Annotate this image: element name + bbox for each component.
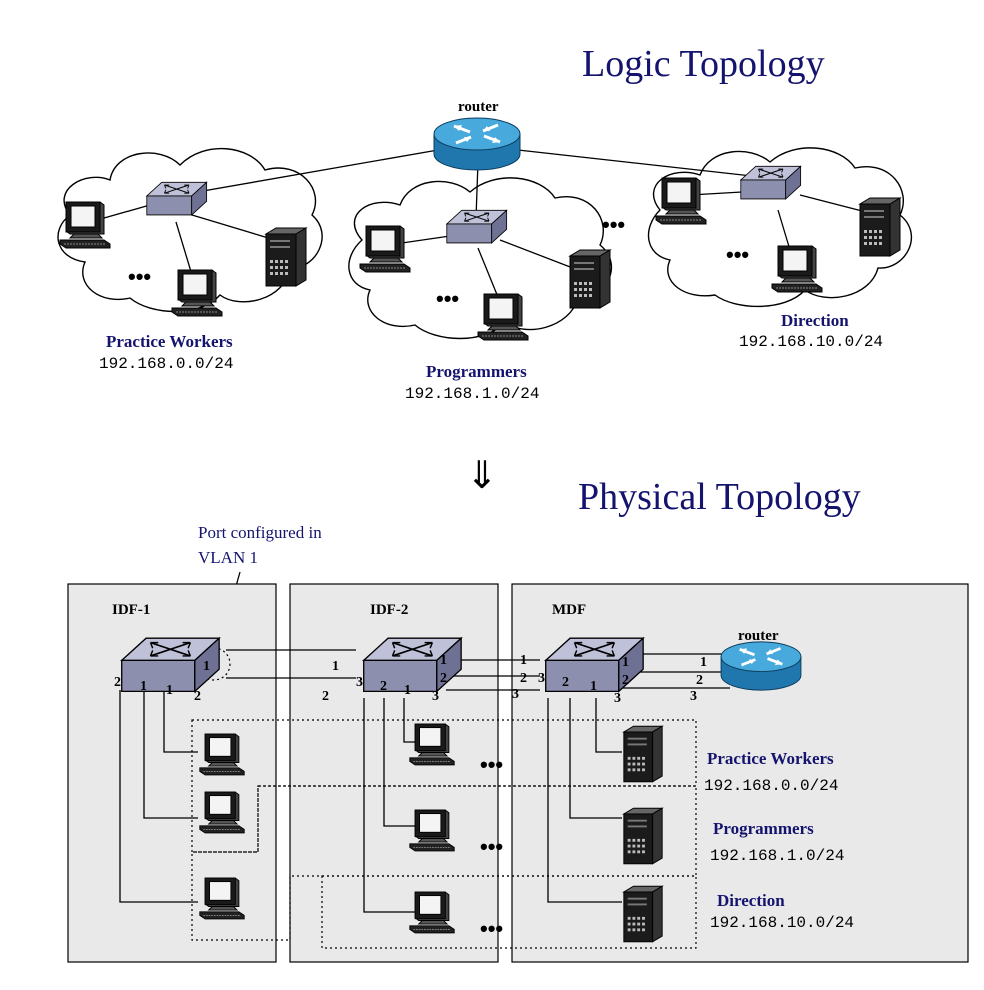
port-number: 2: [440, 671, 447, 686]
logic-group-network: 192.168.0.0/24: [99, 355, 233, 373]
port-number: 1: [590, 679, 597, 694]
server-icon: [265, 227, 307, 287]
port-number: 3: [614, 691, 621, 706]
cloud-direction: [647, 147, 913, 308]
port-number: 3: [356, 675, 363, 690]
switch-icon: [146, 181, 208, 216]
port-number: 2: [562, 675, 569, 690]
transition-arrow: ⇓: [466, 453, 498, 497]
pc-icon: [409, 723, 455, 766]
switch-icon: [446, 209, 508, 244]
more-hosts-ellipsis: •••: [480, 834, 503, 859]
logic-group-network: 192.168.1.0/24: [405, 385, 539, 403]
port-number: 1: [203, 659, 210, 674]
pc-icon: [199, 733, 245, 776]
port-number: 2: [322, 689, 329, 704]
logic-group-name: Practice Workers: [106, 332, 233, 351]
mdf-router-icon: [719, 640, 803, 692]
more-hosts-ellipsis: •••: [480, 916, 503, 941]
physical-topology-title: Physical Topology: [578, 476, 861, 518]
pc-icon: [771, 245, 823, 293]
vlan1-annotation-line2: VLAN 1: [198, 548, 258, 567]
pc-icon: [199, 791, 245, 834]
port-number: 1: [700, 655, 707, 670]
port-number: 3: [432, 689, 439, 704]
port-number: 2: [194, 689, 201, 704]
server-icon: [859, 197, 901, 257]
vlan-groupings: [191, 719, 697, 949]
logic-group-name: Direction: [781, 311, 849, 330]
physical-router-label: router: [738, 628, 779, 644]
vlan-name: Programmers: [713, 819, 814, 838]
more-groups-ellipsis: •••: [602, 212, 625, 237]
more-hosts-ellipsis: •••: [480, 752, 503, 777]
port-number: 2: [622, 673, 629, 688]
port-number: 1: [440, 653, 447, 668]
switch-icon: [740, 165, 802, 200]
vlan-network: 192.168.10.0/24: [710, 914, 854, 932]
pc-icon: [409, 809, 455, 852]
port-number: 3: [538, 671, 545, 686]
port-number: 1: [404, 683, 411, 698]
port-number: 3: [690, 689, 697, 704]
cloud-practice-workers: [57, 147, 323, 313]
pc-icon: [409, 891, 455, 934]
pc-icon: [359, 225, 411, 273]
server-icon: [623, 807, 663, 865]
vlan-name: Direction: [717, 891, 785, 910]
port-number: 2: [696, 673, 703, 688]
vlan-network: 192.168.1.0/24: [710, 847, 844, 865]
cloud-programmers: [348, 177, 613, 340]
vlan1-port-highlight: [197, 647, 231, 681]
port-number: 2: [380, 679, 387, 694]
port-number: 1: [520, 653, 527, 668]
more-hosts-ellipsis: •••: [436, 286, 459, 311]
port-number: 2: [114, 675, 121, 690]
pc-icon: [199, 877, 245, 920]
vlan1-annotation-line1: Port configured in: [198, 523, 322, 542]
vlan-name: Practice Workers: [707, 749, 834, 768]
port-number: 3: [512, 687, 519, 702]
closet-label: MDF: [552, 602, 586, 618]
server-icon: [569, 249, 611, 309]
port-number: 1: [332, 659, 339, 674]
vlan-network: 192.168.0.0/24: [704, 777, 838, 795]
pc-icon: [655, 177, 707, 225]
logic-topology-title: Logic Topology: [582, 43, 825, 85]
pc-icon: [59, 201, 111, 249]
more-hosts-ellipsis: •••: [128, 264, 151, 289]
server-icon: [623, 885, 663, 943]
port-number: 2: [520, 671, 527, 686]
logic-router-label: router: [458, 99, 499, 115]
more-hosts-ellipsis: •••: [726, 242, 749, 267]
closet-label: IDF-1: [112, 602, 150, 618]
closet-label: IDF-2: [370, 602, 408, 618]
pc-icon: [477, 293, 529, 341]
port-number: 1: [166, 683, 173, 698]
logic-group-name: Programmers: [426, 362, 527, 381]
logic-router-icon: [432, 116, 522, 172]
port-number: 1: [622, 655, 629, 670]
port-number: 1: [140, 679, 147, 694]
pc-icon: [171, 269, 223, 317]
server-icon: [623, 725, 663, 783]
logic-group-network: 192.168.10.0/24: [739, 333, 883, 351]
